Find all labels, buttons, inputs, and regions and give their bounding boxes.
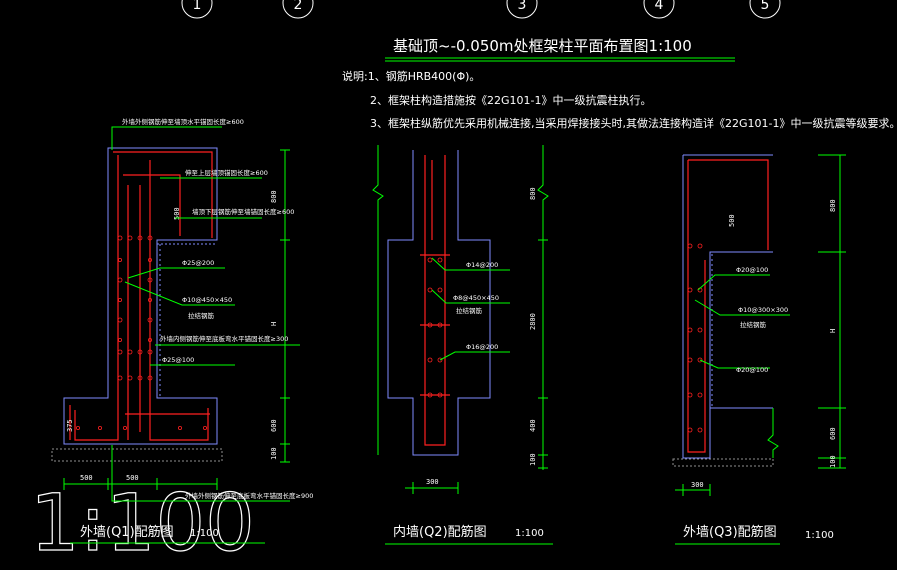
drawing-title: 基础顶~-0.050m处框架柱平面布置图1:100 (393, 37, 692, 55)
q1-scale: 1:100 (190, 528, 219, 539)
grid-axis-4: 4 (643, 0, 675, 19)
grid-axis-label: 5 (761, 0, 770, 13)
q1-dim-800: 800 (270, 190, 278, 203)
q3-dim-600: 600 (829, 427, 837, 440)
q1-anno-5: Φ10@450×450 (182, 296, 232, 304)
q1-dim-375: 375 (66, 419, 74, 432)
q2-anno-4: Φ16@200 (466, 343, 498, 351)
q1-leader-1 (111, 126, 222, 150)
q3-dim-500: 500 (728, 214, 736, 227)
q2-dim-100: 100 (529, 453, 537, 466)
q3-break-mark (767, 408, 779, 458)
q2-anno-1: Φ14@200 (466, 261, 498, 269)
q2-rebar-dots (427, 257, 443, 398)
q1-anno-9: 外墙外侧钢筋伸至底板弯水平锚固长度≥900 (185, 491, 313, 500)
q1-anno-1: 外墙外侧钢筋伸至墙顶水平锚固长度≥600 (122, 117, 244, 126)
q1-wall-detail: 800 500 H 600 100 500 500 375 外墙外侧钢筋伸至墙顶… (51, 117, 313, 544)
q3-anno-3: 拉结钢筋 (740, 320, 767, 329)
q2-wall-outline (387, 150, 491, 456)
q2-leader-1 (431, 257, 510, 271)
q1-anno-2: 伸至上层墙顶锚固长度≥600 (185, 168, 268, 177)
q1-caption: 外墙(Q1)配筋图 (80, 524, 174, 540)
q2-dim-400: 400 (529, 419, 537, 432)
q3-dim-H: H (829, 329, 837, 333)
grid-axis-5: 5 (749, 0, 781, 19)
note-3: 3、框架柱纵筋优先采用机械连接,当采用焊接接头时,其做法连接构造详《22G101… (370, 116, 897, 130)
q1-anno-3: 墙顶下层钢筋伸至墙锚固长度≥600 (192, 207, 294, 216)
q3-dim-100: 100 (829, 455, 837, 468)
q2-dim-2800: 2800 (529, 313, 537, 330)
q2-rebar-ties (420, 254, 450, 396)
grid-axis-1: 1 (181, 0, 213, 19)
q1-anno-8: Φ25@100 (162, 356, 194, 364)
grid-axis-3: 3 (506, 0, 538, 19)
q1-dim-600: 600 (270, 419, 278, 432)
q3-anno-2: Φ10@300×300 (738, 306, 788, 314)
note-2: 2、框架柱构造措施按《22G101-1》中一级抗震柱执行。 (370, 93, 651, 107)
q2-dim-300: 300 (426, 478, 439, 486)
q3-wall-detail: 800 500 H 600 100 300 Φ20@100 Φ10@300×30… (672, 154, 846, 545)
q2-leader-2 (431, 289, 510, 304)
grid-axis-label: 3 (518, 0, 527, 13)
q2-dim-800: 800 (529, 187, 537, 200)
grid-axis-label: 4 (655, 0, 664, 13)
q1-dim-500-left: 500 (80, 474, 93, 482)
grid-axis-2: 2 (282, 0, 314, 19)
q2-caption: 内墙(Q2)配筋图 (393, 524, 487, 540)
q3-leader-2 (694, 299, 790, 316)
q3-leader-1 (697, 274, 770, 291)
q2-wall-detail: 800 2800 400 100 300 Φ14@200 Φ8@450×450 … (372, 145, 553, 545)
q1-anno-7: 外墙内侧钢筋伸至底板弯水平锚固长度≥300 (160, 334, 288, 343)
q1-dim-H: H (270, 322, 278, 326)
q3-leader-4 (699, 359, 770, 369)
q2-dim-vertical (537, 145, 549, 470)
q3-anno-4: Φ20@100 (736, 366, 768, 374)
left-big-scale-text: 1:100 (30, 479, 255, 569)
q1-foundation-strip (51, 448, 223, 462)
q1-rebar-inner (149, 160, 209, 441)
q1-dim-100: 100 (270, 447, 278, 460)
grid-axis-bubbles: 1 2 3 4 5 (181, 0, 781, 19)
q1-rebar-top2 (123, 174, 181, 236)
q2-break-line-left (372, 145, 384, 455)
q1-rebar-dots (76, 235, 207, 430)
q1-anno-6: 拉结钢筋 (188, 311, 215, 320)
q3-anno-1: Φ20@100 (736, 266, 768, 274)
q2-scale: 1:100 (515, 528, 544, 539)
q1-rebar-top (113, 151, 213, 238)
q3-scale: 1:100 (805, 530, 834, 541)
q3-rebar-dots (687, 243, 703, 433)
q2-anno-2: Φ8@450×450 (453, 294, 499, 302)
grid-axis-label: 1 (193, 0, 202, 13)
q1-leader-5 (124, 281, 235, 306)
q3-dim-800: 800 (829, 199, 837, 212)
q2-anno-3: 拉结钢筋 (456, 306, 483, 315)
q1-dim-500-right: 500 (126, 474, 139, 482)
q3-rebar-top (688, 159, 769, 250)
q1-wall-outline (63, 147, 218, 445)
q3-caption: 外墙(Q3)配筋图 (683, 524, 777, 540)
q1-leader-9 (111, 445, 290, 502)
q2-rebar-main (424, 155, 446, 446)
q1-leader-4 (127, 267, 225, 279)
q1-anno-4: Φ25@200 (182, 259, 214, 267)
q3-foundation-strip (672, 458, 774, 467)
q1-rebar-outer (74, 155, 119, 441)
q1-dim-500: 500 (173, 207, 181, 220)
q3-dim-300: 300 (691, 481, 704, 489)
q3-wall-outline (682, 154, 773, 459)
note-1: 说明:1、钢筋HRB400(Φ)。 (342, 69, 480, 83)
grid-axis-label: 2 (294, 0, 303, 13)
q3-rebar-main (687, 160, 706, 453)
q2-leader-4 (439, 351, 510, 361)
